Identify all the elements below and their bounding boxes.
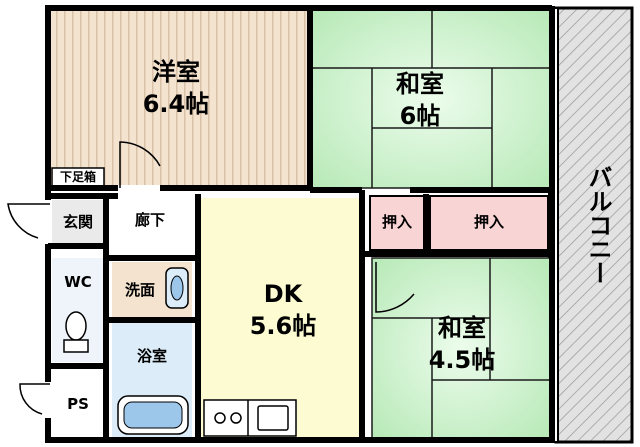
dining-kitchen: DK 5.6帖 <box>200 198 362 438</box>
japanese-room-top: 和室 6帖 <box>311 9 553 189</box>
pipe-space: PS <box>19 370 104 438</box>
washroom-label: 洗面 <box>125 281 155 299</box>
entrance: 玄関 <box>7 200 104 244</box>
japanese-room-bottom: 和室 4.5帖 <box>371 257 551 439</box>
dk-size: 5.6帖 <box>250 312 317 340</box>
stove-burner-icon <box>230 412 242 424</box>
closet-small: 押入 <box>369 195 425 251</box>
japanese-room-top-size: 6帖 <box>400 102 441 130</box>
closet-small-label: 押入 <box>382 213 412 231</box>
japanese-room-bottom-name: 和室 <box>438 314 486 342</box>
hallway: 廊下 <box>118 141 198 244</box>
western-room: 洋室 6.4帖 <box>50 10 308 185</box>
western-room-size: 6.4帖 <box>143 90 210 118</box>
ps-label: PS <box>67 395 89 413</box>
toilet-room: WC <box>52 258 104 362</box>
balcony: バルコニー <box>548 6 634 444</box>
entrance-label: 玄関 <box>63 213 93 231</box>
washroom: 洗面 <box>112 262 192 318</box>
japanese-room-bottom-size: 4.5帖 <box>429 346 496 374</box>
japanese-room-top-name: 和室 <box>396 70 444 98</box>
wash-basin-icon <box>170 275 184 301</box>
walls <box>45 5 555 443</box>
bathroom: 浴室 <box>112 322 192 438</box>
bathroom-label: 浴室 <box>137 347 167 365</box>
dk-name: DK <box>264 280 304 308</box>
closet-large: 押入 <box>429 195 549 251</box>
balcony-label: バルコニー <box>584 165 612 285</box>
shoe-cabinet-label: 下足箱 <box>60 169 96 184</box>
toilet-icon <box>65 311 87 341</box>
shoe-cabinet: 下足箱 <box>51 167 105 187</box>
closet-large-label: 押入 <box>474 213 504 231</box>
sink-icon <box>257 405 289 431</box>
hallway-label: 廊下 <box>135 211 165 229</box>
wc-label: WC <box>64 273 92 291</box>
western-room-name: 洋室 <box>152 58 200 86</box>
stove-burner-icon <box>214 412 226 424</box>
